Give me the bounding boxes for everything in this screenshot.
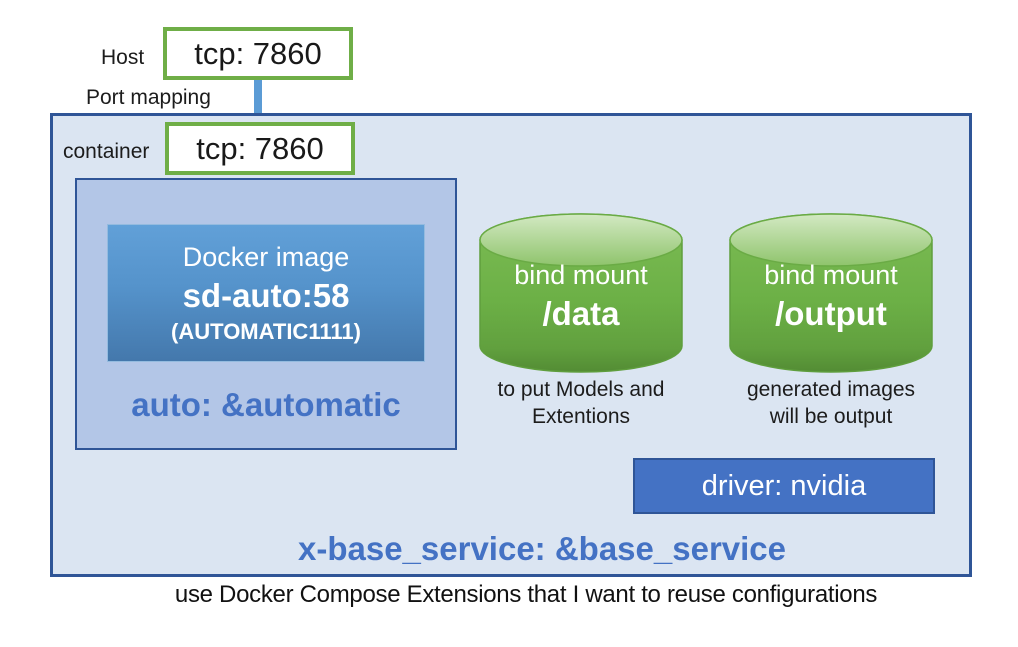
bind-mount-output-text: bind mount /output: [727, 259, 935, 334]
driver-label: driver: nvidia: [701, 469, 867, 502]
port-mapping-connector: [254, 80, 262, 125]
data-caption: to put Models and Extentions: [465, 377, 697, 431]
bind-mount-output-cylinder: bind mount /output: [727, 211, 935, 375]
host-port-box: tcp: 7860: [163, 27, 353, 80]
bind-mount-data-text: bind mount /data: [477, 259, 685, 334]
bind-mount-label: bind mount: [764, 260, 898, 290]
output-caption-line2: will be output: [769, 404, 893, 428]
container-port-value: tcp: 7860: [196, 130, 324, 166]
bind-mount-path: /output: [775, 294, 887, 332]
footnote-text: use Docker Compose Extensions that I wan…: [174, 581, 878, 608]
cylinder-shape-icon: [729, 213, 933, 373]
cylinder-shape-icon: [479, 213, 683, 373]
base-service-anchor-label: x-base_service: &base_service: [297, 530, 787, 567]
output-caption-line1: generated images: [746, 378, 916, 401]
data-caption-line1: to put Models and: [497, 378, 665, 401]
docker-image-subtitle: (AUTOMATIC1111): [171, 318, 361, 344]
host-label: Host: [101, 46, 145, 69]
port-mapping-label: Port mapping: [86, 86, 211, 109]
host-port-value: tcp: 7860: [194, 35, 322, 71]
bind-mount-path: /data: [542, 294, 620, 332]
output-caption: generated images will be output: [715, 377, 947, 431]
driver-nvidia-box: driver: nvidia: [633, 458, 935, 514]
auto-anchor-label: auto: &automatic: [131, 386, 401, 423]
bind-mount-label: bind mount: [514, 260, 648, 290]
container-label: container: [63, 140, 150, 163]
docker-image-box: Docker image sd-auto:58 (AUTOMATIC1111): [107, 224, 425, 362]
docker-image-name: sd-auto:58: [182, 276, 350, 314]
bind-mount-data-cylinder: bind mount /data: [477, 211, 685, 375]
data-caption-line2: Extentions: [531, 404, 631, 428]
docker-image-title: Docker image: [182, 241, 350, 272]
container-port-box: tcp: 7860: [165, 122, 355, 175]
